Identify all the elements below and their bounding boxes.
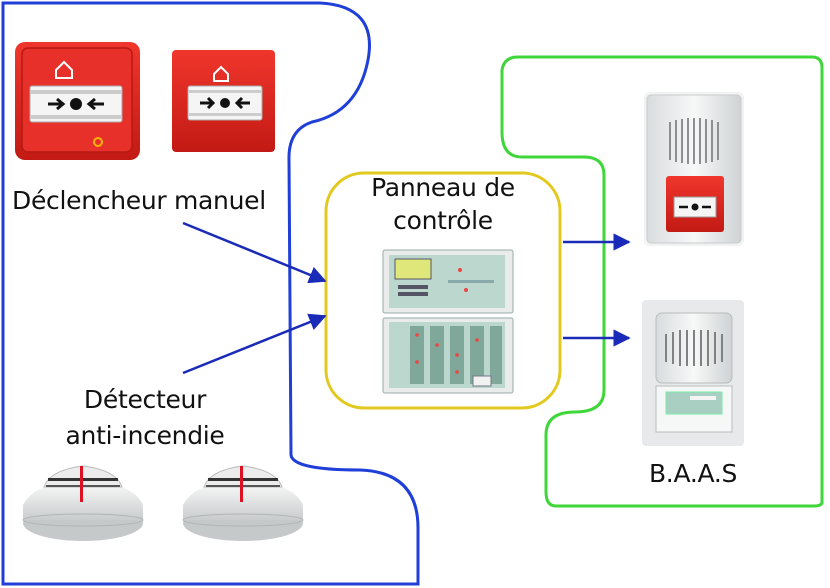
panel-zone-outline xyxy=(324,171,562,410)
label-detector-line2: anti-incendie xyxy=(65,421,225,450)
output-zone-outline xyxy=(500,55,824,508)
arrow-manual-to-panel xyxy=(182,221,327,284)
label-control-panel-line1: Panneau de xyxy=(371,173,515,202)
alarm-with-call-point-icon xyxy=(644,92,744,246)
label-control-panel-line2: contrôle xyxy=(393,206,493,235)
label-detector-line1: Détecteur xyxy=(83,385,207,414)
label-baas: B.A.A.S xyxy=(648,459,738,488)
baas-alarm-icon xyxy=(642,300,744,446)
smoke-detector-icon xyxy=(182,465,304,541)
control-panel-icon xyxy=(382,249,514,394)
label-manual-call-point: Déclencheur manuel xyxy=(12,186,266,215)
manual-call-point-icon xyxy=(172,50,275,152)
input-zone-outline xyxy=(1,1,420,586)
smoke-detector-icon xyxy=(22,465,144,541)
arrow-detector-to-panel xyxy=(182,313,327,375)
manual-call-point-icon xyxy=(15,42,140,160)
